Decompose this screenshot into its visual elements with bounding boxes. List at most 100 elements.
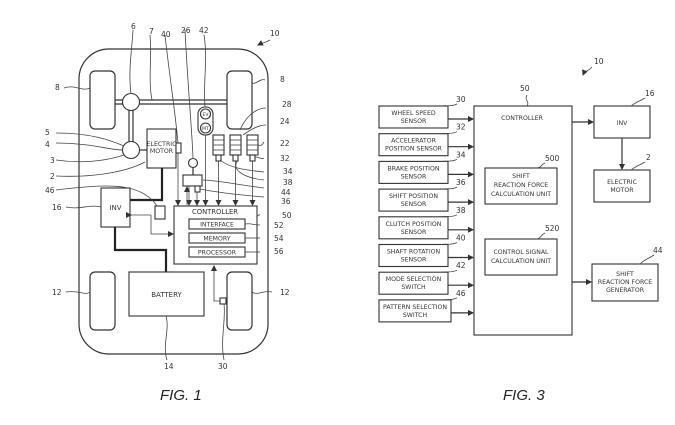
- fig3-ref-44: 44: [653, 246, 663, 255]
- ref-30: 30: [218, 362, 228, 371]
- inv-label: INV: [109, 204, 121, 212]
- input-sensor-box: [378, 216, 449, 240]
- unit-520-label-1: CONTROL SIGNAL: [493, 249, 549, 256]
- ref-42: 42: [199, 26, 209, 35]
- ref-54: 54: [274, 234, 284, 243]
- input-sensor-label-2: POSITION SENSOR: [385, 146, 443, 153]
- ref-32: 32: [280, 154, 290, 163]
- input-sensor-label-1: MODE SELECTION: [386, 276, 442, 283]
- ref-10: 10: [270, 29, 280, 38]
- ref-46: 46: [45, 186, 55, 195]
- ref-8-left: 8: [55, 83, 60, 92]
- ref-28: 28: [282, 100, 292, 109]
- fig3-ref-50: 50: [520, 84, 530, 93]
- ref-36: 36: [281, 197, 291, 206]
- fig3-ref-42: 42: [456, 261, 466, 270]
- fig1-caption: FIG. 1: [160, 387, 202, 404]
- generator-label-2: REACTION FORCE: [598, 279, 652, 286]
- shift-lever-knob: [187, 157, 199, 169]
- ref-52: 52: [274, 221, 284, 230]
- ref-14: 14: [164, 362, 174, 371]
- input-sensor-box: [378, 105, 449, 129]
- input-sensor-label-2: SENSOR: [401, 201, 427, 208]
- electric-motor-label-1: ELECTRIC: [147, 141, 177, 148]
- fig3-ref-500: 500: [545, 154, 560, 163]
- input-sensor-label-1: BRAKE POSITION: [388, 165, 440, 172]
- ref-3: 3: [50, 156, 55, 165]
- unit-500-label-2: REACTION FORCE: [494, 182, 548, 189]
- input-sensor-label-1: PATTERN SELECTION: [383, 304, 447, 311]
- input-sensor-box: [378, 243, 449, 268]
- front-right-wheel: [226, 70, 253, 130]
- ref-4: 4: [45, 140, 50, 149]
- shift-reaction-force-generator-block: [591, 263, 659, 302]
- fig3-ref-38: 38: [456, 206, 466, 215]
- fig3-caption: FIG. 3: [503, 387, 545, 404]
- ref-38: 38: [283, 178, 293, 187]
- pattern-selection-switch: [154, 205, 166, 220]
- wheel-speed-sensor: [219, 297, 227, 305]
- rear-left-wheel: [89, 271, 116, 331]
- differential: [121, 92, 141, 112]
- fig3-ref-30: 30: [456, 95, 466, 104]
- clutch-pedal: [212, 134, 225, 162]
- shift-reaction-force-calculation-unit: [484, 167, 558, 205]
- fig3-controller-block: [473, 105, 573, 336]
- input-sensor-label-1: ACCELERATOR: [391, 138, 436, 145]
- battery-label: BATTERY: [151, 291, 182, 299]
- unit-500-label-1: SHIFT: [512, 173, 530, 180]
- ref-44: 44: [281, 188, 291, 197]
- processor-label: PROCESSOR: [198, 250, 237, 257]
- transmission: [121, 140, 141, 160]
- input-sensor-label-2: SENSOR: [401, 257, 427, 264]
- fig3-ref-46: 46: [456, 289, 466, 298]
- electric-motor-label-2: MOTOR: [150, 148, 174, 155]
- ref-12-right: 12: [280, 288, 290, 297]
- switch-ev-label: EV: [203, 112, 210, 118]
- input-sensor-label-2: SWITCH: [403, 312, 428, 319]
- fig3-motor-label-1: ELECTRIC: [607, 179, 637, 186]
- ref-6: 6: [131, 22, 136, 31]
- fig3-ref-16: 16: [645, 89, 655, 98]
- ref-50: 50: [282, 211, 292, 220]
- ref-34: 34: [283, 167, 293, 176]
- fig3-motor-label-2: MOTOR: [610, 187, 634, 194]
- fig3-controller-label: CONTROLLER: [501, 115, 544, 122]
- fig3-ref-34: 34: [456, 150, 466, 159]
- generator-label-1: SHIFT: [616, 271, 634, 278]
- ref-40: 40: [161, 30, 171, 39]
- input-sensor-label-2: SENSOR: [401, 173, 427, 180]
- memory-label: MEMORY: [203, 236, 230, 243]
- input-sensor-label-2: SENSOR: [401, 229, 427, 236]
- fig3-electric-motor-block: [593, 169, 651, 203]
- ref-8-right: 8: [280, 75, 285, 84]
- input-sensor-label-1: SHIFT POSITION: [389, 193, 438, 200]
- generator-label-3: GENERATOR: [606, 287, 645, 294]
- fig3-inv-label: INV: [617, 120, 628, 127]
- fig3-ref-32: 32: [456, 123, 466, 132]
- input-sensor-label-1: SHAFT ROTATION: [387, 249, 441, 256]
- ref-5: 5: [45, 128, 50, 137]
- ref-56: 56: [274, 247, 284, 256]
- ref-2: 2: [50, 172, 55, 181]
- unit-520-label-2: CALCULATION UNIT: [491, 258, 551, 265]
- fig3-ref-2: 2: [646, 153, 651, 162]
- input-sensor-box: [378, 133, 449, 157]
- battery-block: [128, 271, 205, 317]
- fig3-ref-520: 520: [545, 224, 560, 233]
- shaft-rotation-sensor: [175, 142, 182, 154]
- input-sensor-label-2: SENSOR: [401, 118, 427, 125]
- input-sensor-label-2: SWITCH: [401, 284, 426, 291]
- shift-lever-unit: [182, 174, 203, 187]
- input-sensor-label-1: CLUTCH POSITION: [386, 221, 442, 228]
- ref-7: 7: [149, 27, 154, 36]
- interface-label: INTERFACE: [200, 222, 234, 229]
- ref-26: 26: [181, 26, 191, 35]
